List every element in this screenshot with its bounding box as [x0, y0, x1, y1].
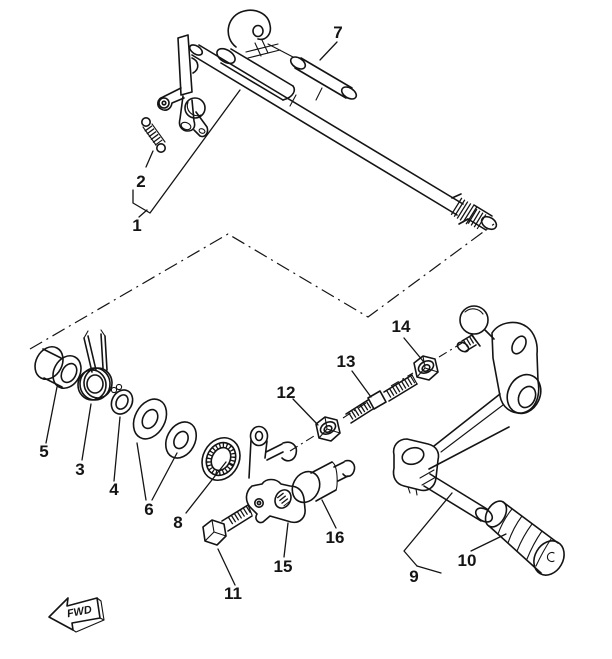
clamp-bolt: [202, 504, 253, 546]
rubber-end-mark: [546, 551, 555, 563]
fwd-label: FWD: [66, 604, 93, 621]
part-label-13: 13: [337, 352, 356, 371]
part-label-7: 7: [333, 23, 342, 42]
part-label-10: 10: [458, 551, 477, 570]
part-label-16: 16: [326, 528, 345, 547]
nut-upper: [413, 355, 439, 381]
part-label-2: 2: [136, 172, 145, 191]
part-label-5: 5: [39, 442, 48, 461]
part-label-14: 14: [392, 317, 411, 336]
nut-lower: [315, 416, 341, 442]
shaft-stopper-hook: [227, 9, 294, 59]
shift-link: [245, 425, 306, 524]
torsion-spring: [77, 329, 113, 401]
part-label-8: 8: [173, 513, 182, 532]
shift-pin: [289, 56, 358, 100]
part-label-11: 11: [224, 584, 242, 603]
part-label-1: 1: [132, 216, 141, 235]
shift-pedal: [392, 305, 542, 523]
part-label-4: 4: [109, 480, 119, 499]
collar: [34, 345, 82, 390]
fwd-arrow-icon: FWD: [48, 597, 105, 633]
part-label-12: 12: [277, 383, 296, 402]
part-label-3: 3: [75, 460, 84, 479]
oil-seal: [201, 437, 241, 481]
part-label-15: 15: [274, 557, 293, 576]
part-labels: 1 2 3 4 5 6 7 8 9 10 11 12 13 14 15 16: [39, 23, 476, 603]
part-label-9: 9: [409, 567, 418, 586]
circlip: [110, 383, 134, 415]
pivot-cap: [291, 459, 356, 504]
part-label-6: 6: [144, 500, 153, 519]
shift-shaft-assembly: [157, 9, 498, 231]
washers: [132, 398, 198, 459]
assembly-axis-zigzag-line: [29, 223, 495, 350]
shaft-spline-end: [450, 193, 498, 231]
adjuster-stud: [345, 374, 418, 424]
link-bolt-axis-line: [289, 342, 463, 452]
pedal-rubber: [484, 500, 565, 576]
shift-pawl-fork: [157, 34, 209, 138]
leader-lines: [45, 41, 507, 586]
pawl-spring: [141, 117, 167, 154]
